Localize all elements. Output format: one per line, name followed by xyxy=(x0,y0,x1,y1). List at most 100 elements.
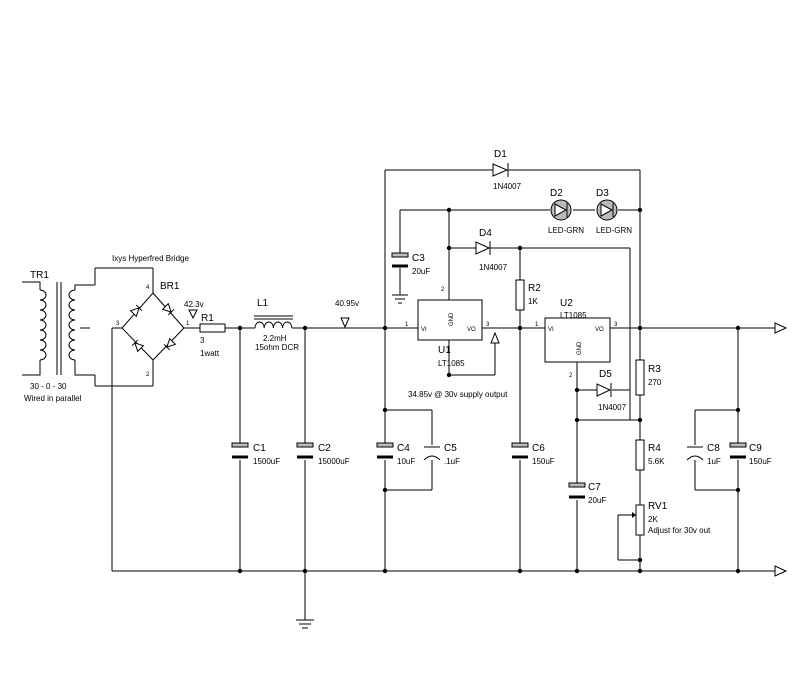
u2-ref: U2 xyxy=(560,298,573,309)
c3-ref: C3 xyxy=(412,253,425,264)
d5-ref: D5 xyxy=(599,369,612,380)
capacitor-c6: C6 150uF xyxy=(511,442,555,466)
u1-pin1: 1 xyxy=(405,322,409,328)
probe-42v: 42.3v xyxy=(184,300,204,320)
d1-value: 1N4007 xyxy=(493,182,522,191)
c7-ref: C7 xyxy=(588,482,601,493)
u2-pin3: 3 xyxy=(614,322,618,328)
c9-ref: C9 xyxy=(749,443,762,454)
u2-gnd: GND xyxy=(577,341,583,355)
c4-value: 10uF xyxy=(397,457,415,466)
c7-value: 20uF xyxy=(588,496,606,505)
br1-ref: BR1 xyxy=(160,281,180,292)
c9-value: 150uF xyxy=(749,457,772,466)
br1-pin2: 2 xyxy=(146,372,150,378)
output-port-negative xyxy=(774,565,788,577)
c5-value: .1uF xyxy=(444,457,460,466)
resistor-r2: R2 1K xyxy=(515,279,541,311)
diode-d5: D5 1N4007 xyxy=(596,369,627,412)
tr1-ref: TR1 xyxy=(30,270,49,281)
d2-ref: D2 xyxy=(550,188,563,199)
r3-value: 270 xyxy=(648,378,662,387)
wires xyxy=(80,169,775,629)
capacitor-c4: C4 10uF xyxy=(376,442,415,466)
regulator-u1: VI VO GND 1 2 3 U1 LT1085 xyxy=(405,287,490,368)
br1-pin3: 3 xyxy=(116,321,120,327)
r4-value: 5.6K xyxy=(648,457,665,466)
d1-ref: D1 xyxy=(494,149,507,160)
rv1-ref: RV1 xyxy=(648,501,668,512)
r2-value: 1K xyxy=(528,297,538,306)
d3-value: LED-GRN xyxy=(596,226,632,235)
u2-pin1: 1 xyxy=(535,322,539,328)
probe-34v-label: 34.85v @ 30v supply output xyxy=(408,390,508,399)
capacitor-c8: C8 1uF xyxy=(686,443,721,466)
potentiometer-rv1: RV1 2K Adjust for 30v out xyxy=(618,501,711,536)
u1-ref: U1 xyxy=(438,345,451,356)
c5-ref: C5 xyxy=(444,443,457,454)
u1-pin2: 2 xyxy=(441,287,445,293)
tr1-value: 30 - 0 - 30 xyxy=(30,382,67,391)
resistor-r4: R4 5.6K xyxy=(635,439,665,471)
r3-ref: R3 xyxy=(648,364,661,375)
d2-value: LED-GRN xyxy=(548,226,584,235)
r1-ref: R1 xyxy=(201,313,214,324)
br1-note: Ixys Hyperfred Bridge xyxy=(112,254,189,263)
probe-40v: 40.95v xyxy=(335,299,359,329)
capacitor-c9: C9 150uF xyxy=(729,442,772,466)
tr1-note: Wired in parallel xyxy=(24,394,82,403)
u1-vo: VO xyxy=(467,327,476,333)
d4-ref: D4 xyxy=(479,228,492,239)
rv1-value: 2K xyxy=(648,515,658,524)
br1-pin4: 4 xyxy=(146,285,150,291)
l1-note: 15ohm DCR xyxy=(255,343,299,352)
u2-vi: VI xyxy=(548,327,554,333)
capacitor-c7: C7 20uF xyxy=(568,482,606,505)
r4-ref: R4 xyxy=(648,443,661,454)
c2-ref: C2 xyxy=(318,443,331,454)
diode-d1: D1 1N4007 xyxy=(492,149,522,191)
probe-34v: 34.85v @ 30v supply output xyxy=(408,331,508,399)
c6-ref: C6 xyxy=(532,443,545,454)
l1-ref: L1 xyxy=(257,298,269,309)
resistor-r3: R3 270 xyxy=(635,359,662,396)
u1-value: LT1085 xyxy=(438,359,465,368)
c3-value: 20uF xyxy=(412,267,430,276)
c4-ref: C4 xyxy=(397,443,410,454)
c8-value: 1uF xyxy=(707,457,721,466)
c1-value: 1500uF xyxy=(253,457,280,466)
d3-ref: D3 xyxy=(596,188,609,199)
br1-pin1: 1 xyxy=(186,321,190,327)
u1-pin3: 3 xyxy=(486,322,490,328)
probe-40v-label: 40.95v xyxy=(335,299,359,308)
u1-gnd: GND xyxy=(449,312,455,326)
resistor-r1: R1 3 1watt xyxy=(199,313,226,358)
output-port-positive xyxy=(774,322,788,334)
c2-value: 15000uF xyxy=(318,457,350,466)
c8-ref: C8 xyxy=(707,443,720,454)
u2-pin2: 2 xyxy=(569,373,573,379)
c1-ref: C1 xyxy=(253,443,266,454)
rv1-note: Adjust for 30v out xyxy=(648,526,711,535)
junctions xyxy=(237,207,741,574)
d4-value: 1N4007 xyxy=(479,263,508,272)
led-d3: D3 LED-GRN xyxy=(596,188,632,235)
bridge-br1: BR1 Ixys Hyperfred Bridge 4 3 1 2 xyxy=(112,254,190,378)
d5-value: 1N4007 xyxy=(598,403,627,412)
capacitor-c5: C5 .1uF xyxy=(423,443,460,466)
u1-vi: VI xyxy=(421,327,427,333)
r2-ref: R2 xyxy=(528,283,541,294)
u2-value: LT1085 xyxy=(560,311,587,320)
capacitor-c3: C3 20uF xyxy=(391,252,430,276)
inductor-l1: L1 2.2mH 15ohm DCR xyxy=(254,298,299,352)
l1-value: 2.2mH xyxy=(263,334,287,343)
led-d2: D2 LED-GRN xyxy=(548,188,584,235)
probe-42v-label: 42.3v xyxy=(184,300,204,309)
r1-value: 3 xyxy=(200,336,205,345)
capacitor-c1: C1 1500uF xyxy=(231,442,280,466)
diode-d4: D4 1N4007 xyxy=(475,228,508,272)
regulator-u2: VI VO GND 1 2 3 U2 LT1085 xyxy=(535,298,618,379)
c6-value: 150uF xyxy=(532,457,555,466)
u2-vo: VO xyxy=(595,327,604,333)
